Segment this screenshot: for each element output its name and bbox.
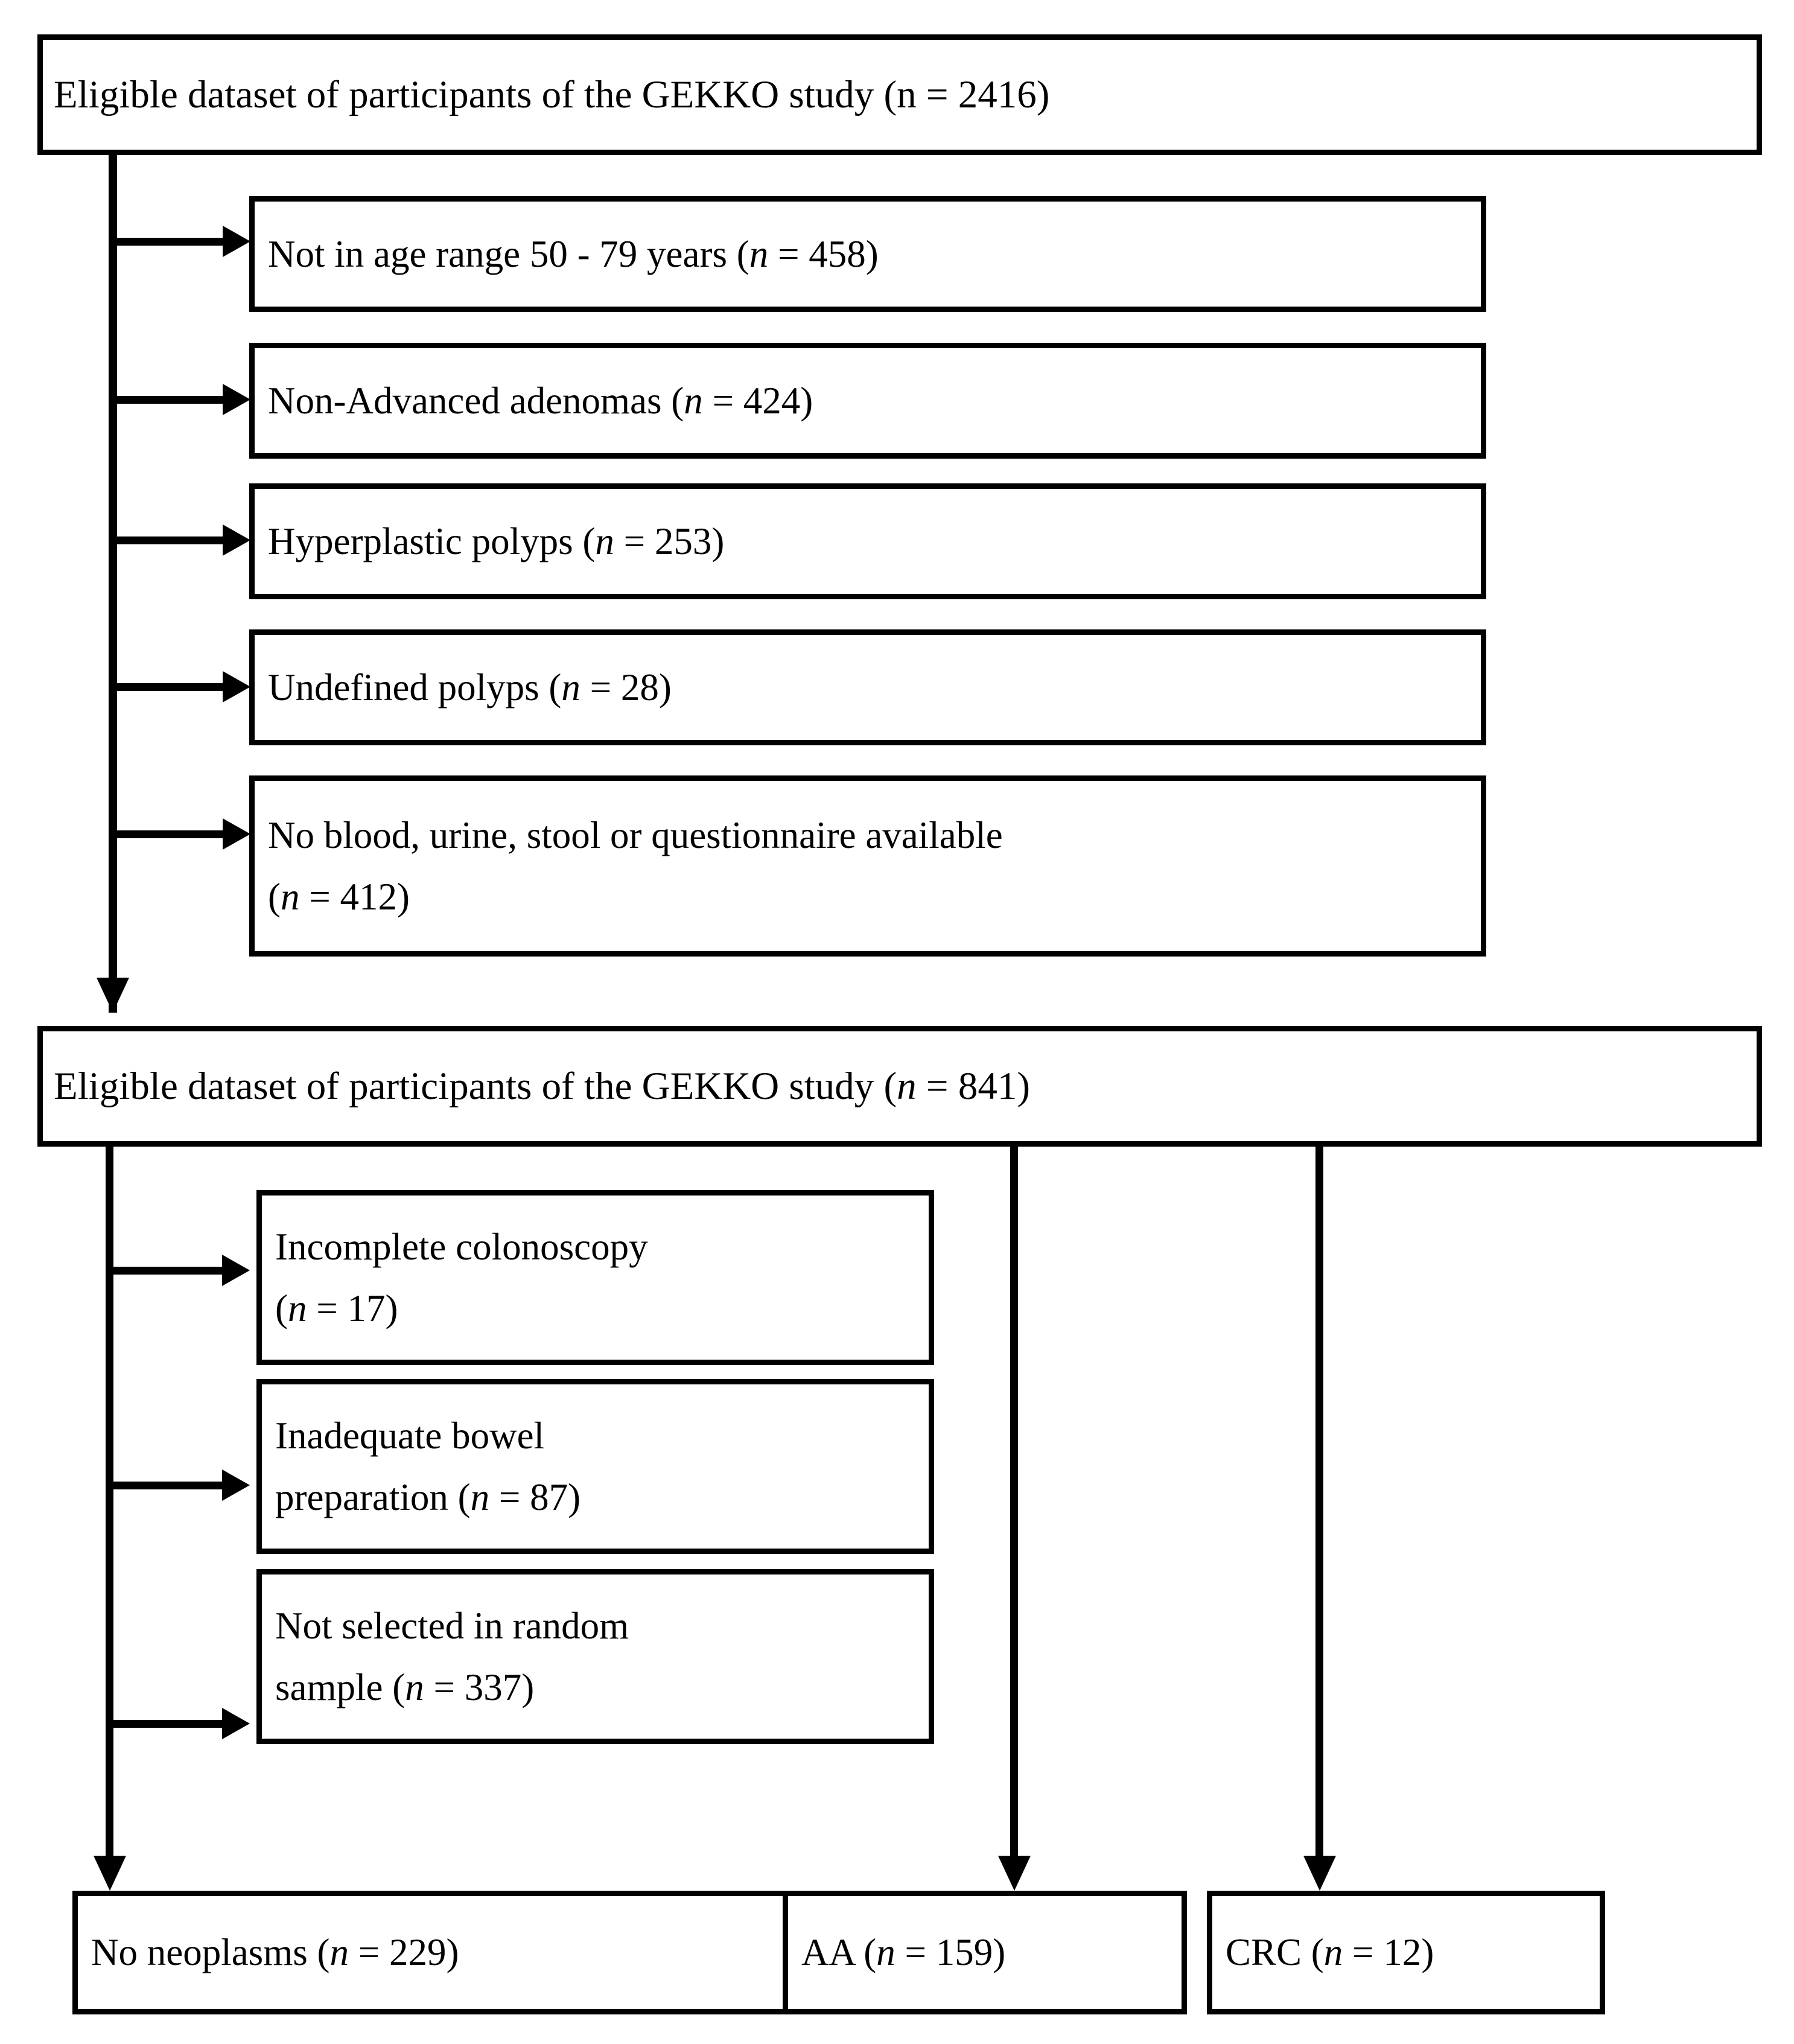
n-symbol: n xyxy=(329,1931,349,1974)
exclusion-label: Undefined polyps (n = 28) xyxy=(255,661,1481,714)
exclusion-prefix: sample ( xyxy=(275,1666,406,1708)
stage1-branch-arrow-1 xyxy=(223,226,250,257)
stage1-branch-arrow-3 xyxy=(223,524,250,556)
n-symbol: n xyxy=(595,520,614,562)
stage1-branch-line-3 xyxy=(117,536,223,544)
exclusion-label: Non-Advanced adenomas (n = 424) xyxy=(255,374,1481,427)
stage2-branch-line-1 xyxy=(113,1267,222,1275)
n-symbol: n xyxy=(561,666,581,708)
exclusion-box-incomplete-colonoscopy: Incomplete colonoscopy (n = 17) xyxy=(256,1190,934,1365)
outcome-suffix: = 159) xyxy=(895,1931,1006,1974)
stage1-spine-arrowhead xyxy=(97,978,129,1013)
exclusion-prefix: Hyperplastic polyps ( xyxy=(268,520,596,562)
stage1-branch-line-4 xyxy=(117,683,223,691)
stage1-branch-line-2 xyxy=(117,396,223,404)
outcome-box-no-neoplasms: No neoplasms (n = 229) xyxy=(72,1891,800,2014)
n-symbol: n xyxy=(287,1287,307,1329)
n-symbol: n xyxy=(684,379,703,422)
exclusion-label-line1: Not selected in random xyxy=(275,1604,629,1647)
exclusion-prefix: ( xyxy=(268,876,281,918)
exclusion-label-line1: Inadequate bowel xyxy=(275,1414,545,1457)
exclusion-box-undefined-polyps: Undefined polyps (n = 28) xyxy=(249,629,1486,745)
stage2-branch-arrow-2 xyxy=(222,1469,250,1501)
exclusion-prefix: Non-Advanced adenomas ( xyxy=(268,379,684,422)
exclusion-suffix: = 424) xyxy=(702,379,813,422)
n-symbol: n xyxy=(1323,1931,1343,1974)
exclusion-prefix: Not in age range 50 - 79 years ( xyxy=(268,232,749,275)
exclusion-prefix: Undefined polyps ( xyxy=(268,666,562,708)
node-top-cohort: Eligible dataset of participants of the … xyxy=(37,34,1762,155)
exclusion-label-line2: (n = 17) xyxy=(262,1278,929,1339)
exclusion-label: Hyperplastic polyps (n = 253) xyxy=(255,515,1481,568)
node-mid-cohort: Eligible dataset of participants of the … xyxy=(37,1026,1762,1147)
exclusion-prefix: preparation ( xyxy=(275,1476,471,1518)
n-symbol: n xyxy=(470,1476,490,1518)
exclusion-suffix: = 412) xyxy=(299,876,410,918)
exclusion-label-line2: sample (n = 337) xyxy=(262,1657,929,1718)
outcome-suffix: = 229) xyxy=(348,1931,459,1974)
n-symbol: n xyxy=(876,1931,895,1974)
stage2-spine-left xyxy=(106,1147,113,1859)
exclusion-box-inadequate-bowel-prep: Inadequate bowel preparation (n = 87) xyxy=(256,1379,934,1554)
exclusion-box-no-samples: No blood, urine, stool or questionnaire … xyxy=(249,775,1486,957)
exclusion-suffix: = 337) xyxy=(424,1666,535,1708)
stage2-branch-arrow-1 xyxy=(222,1255,250,1286)
exclusion-label-line2: (n = 412) xyxy=(255,866,1481,928)
outcome-suffix: = 12) xyxy=(1343,1931,1434,1974)
outcome-label: AA (n = 159) xyxy=(788,1926,1182,1979)
exclusion-suffix: = 253) xyxy=(614,520,725,562)
node-mid-cohort-suffix: = 841) xyxy=(916,1064,1030,1108)
stage1-branch-line-5 xyxy=(117,830,223,838)
stage2-spine-right-arrowhead xyxy=(1303,1856,1336,1891)
stage2-spine-center-arrowhead xyxy=(998,1856,1031,1891)
exclusion-suffix: = 458) xyxy=(768,232,879,275)
stage2-spine-center xyxy=(1010,1147,1018,1859)
stage1-branch-arrow-4 xyxy=(223,671,250,702)
node-mid-cohort-label: Eligible dataset of participants of the … xyxy=(43,1059,1757,1114)
stage2-branch-line-3 xyxy=(113,1720,222,1728)
stage2-spine-left-arrowhead xyxy=(94,1856,126,1891)
outcome-label: CRC (n = 12) xyxy=(1212,1926,1600,1979)
exclusion-label-line1: Incomplete colonoscopy xyxy=(275,1225,648,1268)
exclusion-box-age-range: Not in age range 50 - 79 years (n = 458) xyxy=(249,196,1486,312)
exclusion-box-not-selected-random-sample: Not selected in random sample (n = 337) xyxy=(256,1569,934,1744)
stage2-branch-arrow-3 xyxy=(222,1708,250,1739)
n-symbol: n xyxy=(749,232,769,275)
stage2-spine-right xyxy=(1315,1147,1323,1859)
stage2-branch-line-2 xyxy=(113,1482,222,1489)
n-symbol: n xyxy=(405,1666,424,1708)
n-symbol: n xyxy=(280,876,300,918)
exclusion-prefix: ( xyxy=(275,1287,288,1329)
stage1-spine xyxy=(109,155,117,1013)
stage1-branch-line-1 xyxy=(117,238,223,246)
exclusion-suffix: = 28) xyxy=(580,666,672,708)
stage1-branch-arrow-2 xyxy=(223,384,250,415)
stage1-branch-arrow-5 xyxy=(223,818,250,850)
node-mid-cohort-prefix: Eligible dataset of participants of the … xyxy=(54,1064,897,1108)
outcome-box-crc: CRC (n = 12) xyxy=(1207,1891,1605,2014)
exclusion-suffix: = 87) xyxy=(489,1476,581,1518)
exclusion-label-line2: preparation (n = 87) xyxy=(262,1466,929,1528)
n-symbol: n xyxy=(897,1064,917,1108)
outcome-label: No neoplasms (n = 229) xyxy=(78,1926,794,1979)
exclusion-label-line1: No blood, urine, stool or questionnaire … xyxy=(268,813,1003,856)
exclusion-box-non-advanced-adenomas: Non-Advanced adenomas (n = 424) xyxy=(249,343,1486,459)
outcome-prefix: CRC ( xyxy=(1226,1931,1324,1974)
outcome-prefix: No neoplasms ( xyxy=(91,1931,330,1974)
exclusion-label: Not in age range 50 - 79 years (n = 458) xyxy=(255,228,1481,281)
exclusion-box-hyperplastic-polyps: Hyperplastic polyps (n = 253) xyxy=(249,483,1486,599)
node-top-cohort-label: Eligible dataset of participants of the … xyxy=(54,72,1050,116)
outcome-prefix: AA ( xyxy=(801,1931,877,1974)
outcome-box-aa: AA (n = 159) xyxy=(783,1891,1187,2014)
exclusion-suffix: = 17) xyxy=(307,1287,398,1329)
